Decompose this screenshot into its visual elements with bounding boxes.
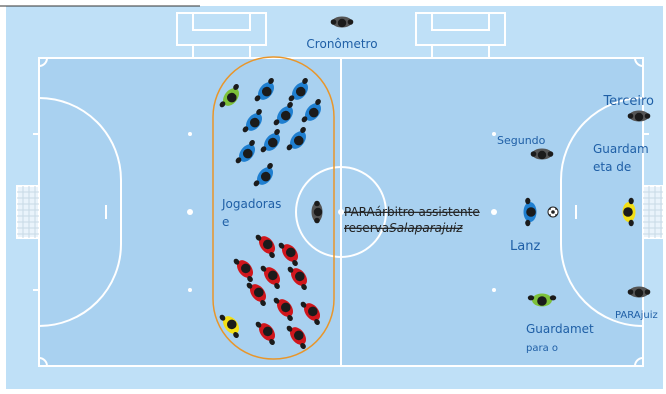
soccer-ball-icon	[547, 206, 559, 218]
third-referee-label: Terceiro	[602, 94, 654, 109]
room-label: Salaparajuiz	[389, 221, 463, 235]
right-goal	[642, 185, 664, 239]
right-second-spot	[491, 209, 497, 215]
left-penalty-area	[38, 97, 122, 327]
reserve-label: reserva	[344, 221, 389, 235]
corner-arc-tl	[38, 57, 48, 67]
left-second-spot	[187, 209, 193, 215]
right-bench	[415, 12, 506, 58]
left-dot-top	[188, 132, 192, 136]
center-spot	[338, 209, 344, 215]
corner-referee-label: PARAjuiz	[615, 310, 658, 321]
assistant-referee-label-2: reservaSalaparajuiz	[344, 221, 463, 235]
assistant-referee-label-1: PARAárbitro assistente	[344, 205, 480, 219]
right-dot-top	[492, 132, 496, 136]
left-dot-bottom	[188, 288, 192, 292]
left-bench	[176, 12, 267, 58]
goalkeeper-bottom-label: Guardamet	[526, 322, 594, 336]
corner-arc-bl	[38, 357, 48, 367]
right-dot-bottom	[492, 288, 496, 292]
substitution-zone	[212, 56, 335, 360]
left-goal	[16, 185, 40, 239]
goalkeeper-bottom-label-2: para o	[526, 343, 558, 354]
second-referee-label: Segundo	[497, 134, 546, 147]
right-penalty-area	[560, 97, 644, 327]
timekeeper-label: Cronômetro	[306, 37, 377, 51]
striker-label: Lanz	[510, 239, 540, 254]
corner-arc-br	[634, 357, 644, 367]
center-circle	[295, 166, 387, 258]
corner-arc-tr	[634, 57, 644, 67]
